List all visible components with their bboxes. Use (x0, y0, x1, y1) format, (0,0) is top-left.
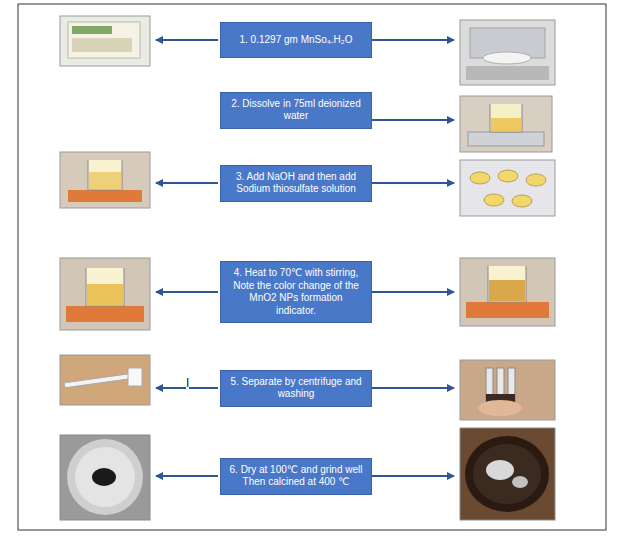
photo-watch-glasses (460, 160, 555, 216)
step-text: 2. Dissolve in 75ml deionized water (228, 98, 364, 123)
photo-beaker-stirrer (460, 96, 552, 152)
process-box: 3. Add NaOH and then add Sodium thiosulf… (220, 165, 372, 202)
photo-heating-left (60, 258, 150, 330)
process-box: 5. Separate by centrifuge and washing (220, 370, 372, 407)
photo-pipette (60, 355, 150, 405)
process-box: 6. Dry at 100℃ and grind well Then calci… (220, 458, 372, 495)
photo-balance (460, 20, 555, 85)
step-text: 4. Heat to 70℃ with stirring, Note the c… (228, 267, 364, 317)
step-text: 3. Add NaOH and then add Sodium thiosulf… (228, 171, 364, 196)
step-text: 6. Dry at 100℃ and grind well Then calci… (228, 464, 364, 489)
process-box: 1. 0.1297 gm MnSo₄.H₂O (220, 22, 372, 58)
frame (18, 4, 606, 530)
photo-tubes (460, 360, 555, 420)
process-box: 4. Heat to 70℃ with stirring, Note the c… (220, 261, 372, 323)
process-box: 2. Dissolve in 75ml deionized water (220, 92, 372, 129)
photo-heating-right (460, 258, 555, 326)
step-text: 5. Separate by centrifuge and washing (228, 376, 364, 401)
photo-naoh-beaker (60, 152, 150, 208)
step-text: 1. 0.1297 gm MnSo₄.H₂O (239, 34, 352, 47)
photo-ground-powder (460, 428, 555, 520)
stray-mark: I (186, 376, 189, 390)
photo-dry-powder (60, 435, 150, 520)
leader-arrows (156, 40, 454, 476)
photo-reagent (60, 16, 150, 66)
